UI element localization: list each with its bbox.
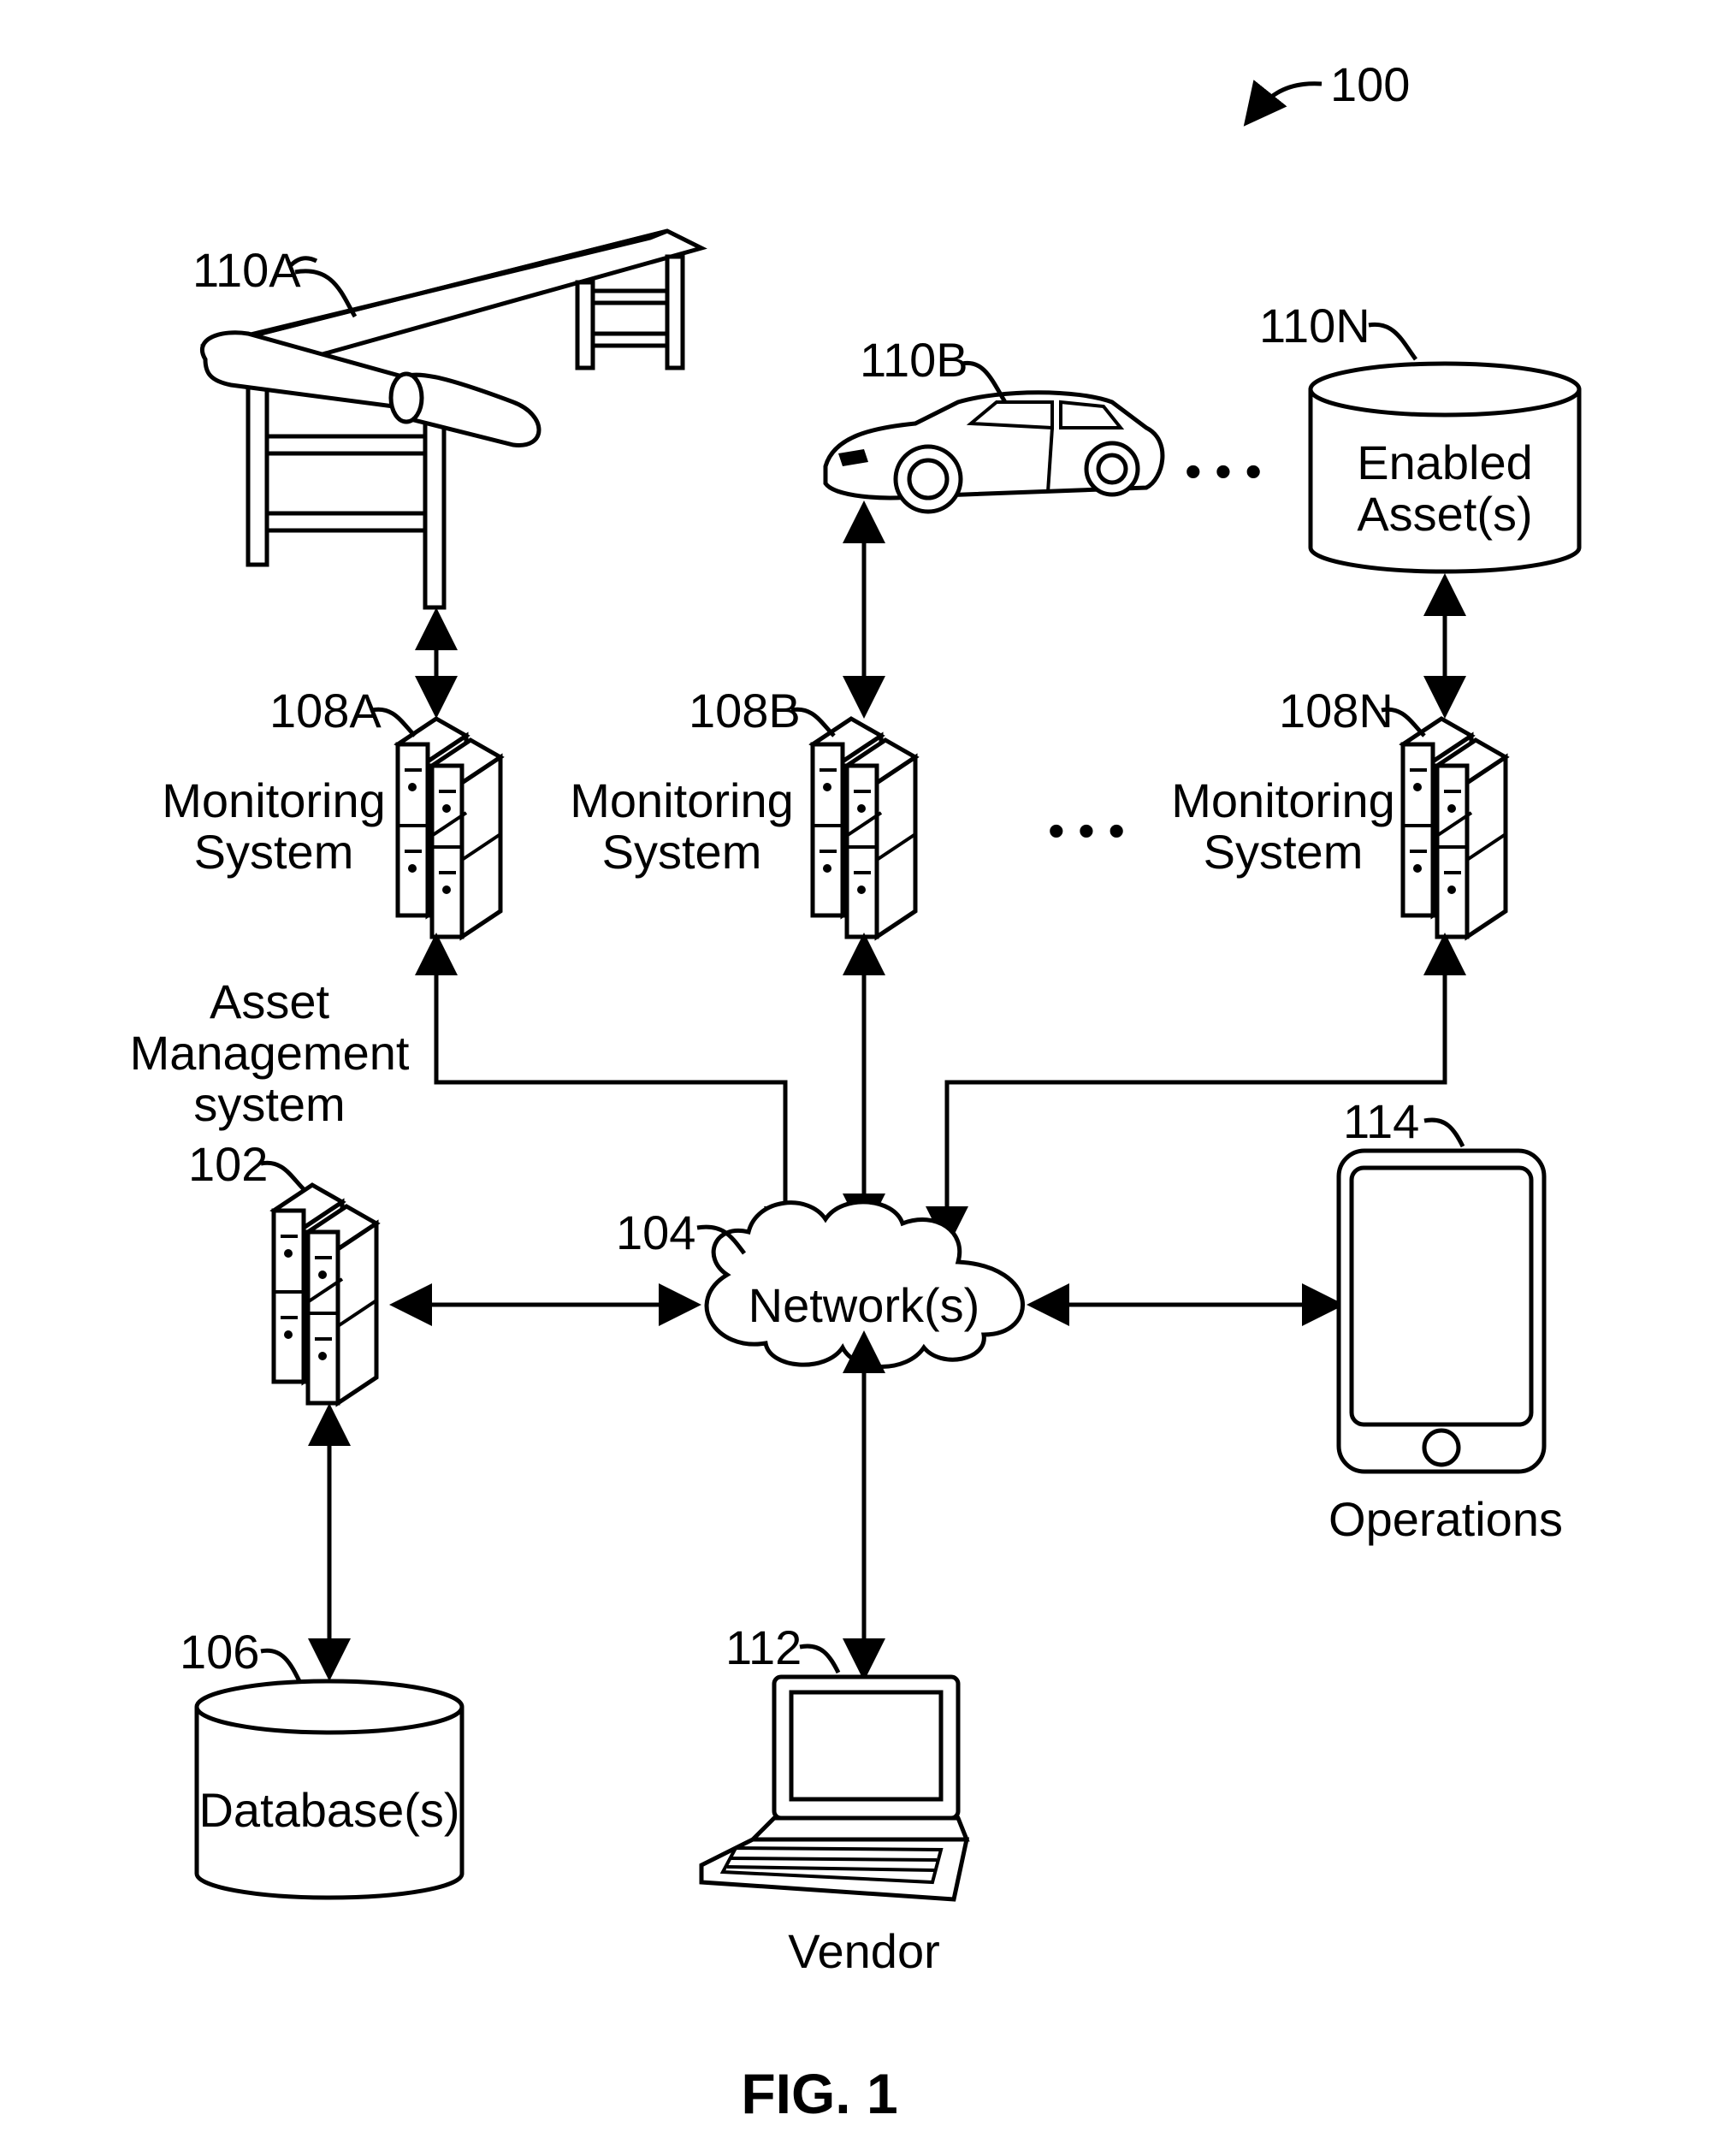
monitor-b-label-2: System <box>602 825 762 879</box>
ref-100: 100 <box>1330 57 1410 111</box>
monitor-n-label-2: System <box>1204 825 1364 879</box>
figure-reference: 100 <box>1249 57 1410 120</box>
monitor-b-label-1: Monitoring <box>570 773 793 827</box>
server-icon-102 <box>274 1185 376 1403</box>
asset-ellipsis: • • • <box>1185 444 1262 498</box>
ref-112: 112 <box>725 1620 802 1674</box>
enabled-asset-icon: Enabled Asset(s) <box>1311 364 1579 572</box>
monitor-ellipsis: • • • <box>1048 803 1125 857</box>
ref-110a: 110A <box>192 243 301 297</box>
server-icon-108b <box>813 719 915 937</box>
operations-label: Operations <box>1328 1492 1563 1546</box>
laptop-icon <box>701 1677 967 1899</box>
ref-114: 114 <box>1343 1094 1419 1148</box>
figure-caption: FIG. 1 <box>741 2062 897 2125</box>
database-label: Database(s) <box>198 1783 459 1837</box>
database-icon: Database(s) <box>197 1681 462 1898</box>
server-icon-108a <box>398 719 500 937</box>
asset-mgmt-label-1: Asset <box>210 974 329 1028</box>
ref-110n: 110N <box>1259 299 1370 352</box>
network-label: Network(s) <box>749 1278 980 1332</box>
monitor-n-label-1: Monitoring <box>1171 773 1394 827</box>
tablet-icon <box>1339 1151 1544 1472</box>
link-108a-network <box>436 941 785 1241</box>
server-icon-108n <box>1403 719 1506 937</box>
ref-102: 102 <box>188 1137 268 1191</box>
vendor-label: Vendor <box>788 1924 940 1978</box>
enabled-label-1: Enabled <box>1357 435 1533 489</box>
ref-110b: 110B <box>860 333 968 387</box>
car-icon <box>825 393 1163 512</box>
ref-104: 104 <box>616 1205 695 1259</box>
ref-108a: 108A <box>269 684 382 737</box>
monitor-a-label-2: System <box>194 825 354 879</box>
ref-108b: 108B <box>689 684 801 737</box>
ref-106: 106 <box>180 1625 259 1679</box>
asset-mgmt-label-3: system <box>193 1077 345 1131</box>
ref-108n: 108N <box>1279 684 1394 737</box>
enabled-label-2: Asset(s) <box>1357 487 1532 541</box>
monitor-a-label-1: Monitoring <box>162 773 385 827</box>
asset-mgmt-label-2: Management <box>130 1026 410 1080</box>
